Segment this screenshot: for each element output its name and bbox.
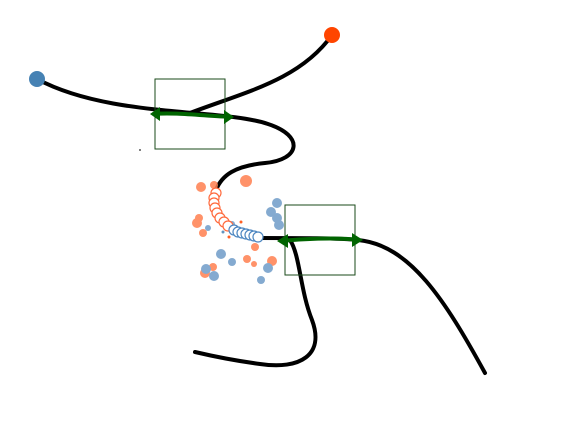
path-from-orange-node xyxy=(188,33,334,115)
start-node-blue xyxy=(29,71,45,87)
scatter-cloud xyxy=(192,175,284,284)
double-arrow-upper xyxy=(150,107,234,124)
double-arrow-lower xyxy=(277,233,363,248)
start-node-orange xyxy=(324,27,340,43)
path-right-descent xyxy=(356,238,487,375)
ring-trail-orange xyxy=(208,187,234,232)
path-lower-loop xyxy=(193,238,318,368)
path-from-blue-node xyxy=(35,77,296,192)
ring-trail-blue xyxy=(228,224,264,243)
